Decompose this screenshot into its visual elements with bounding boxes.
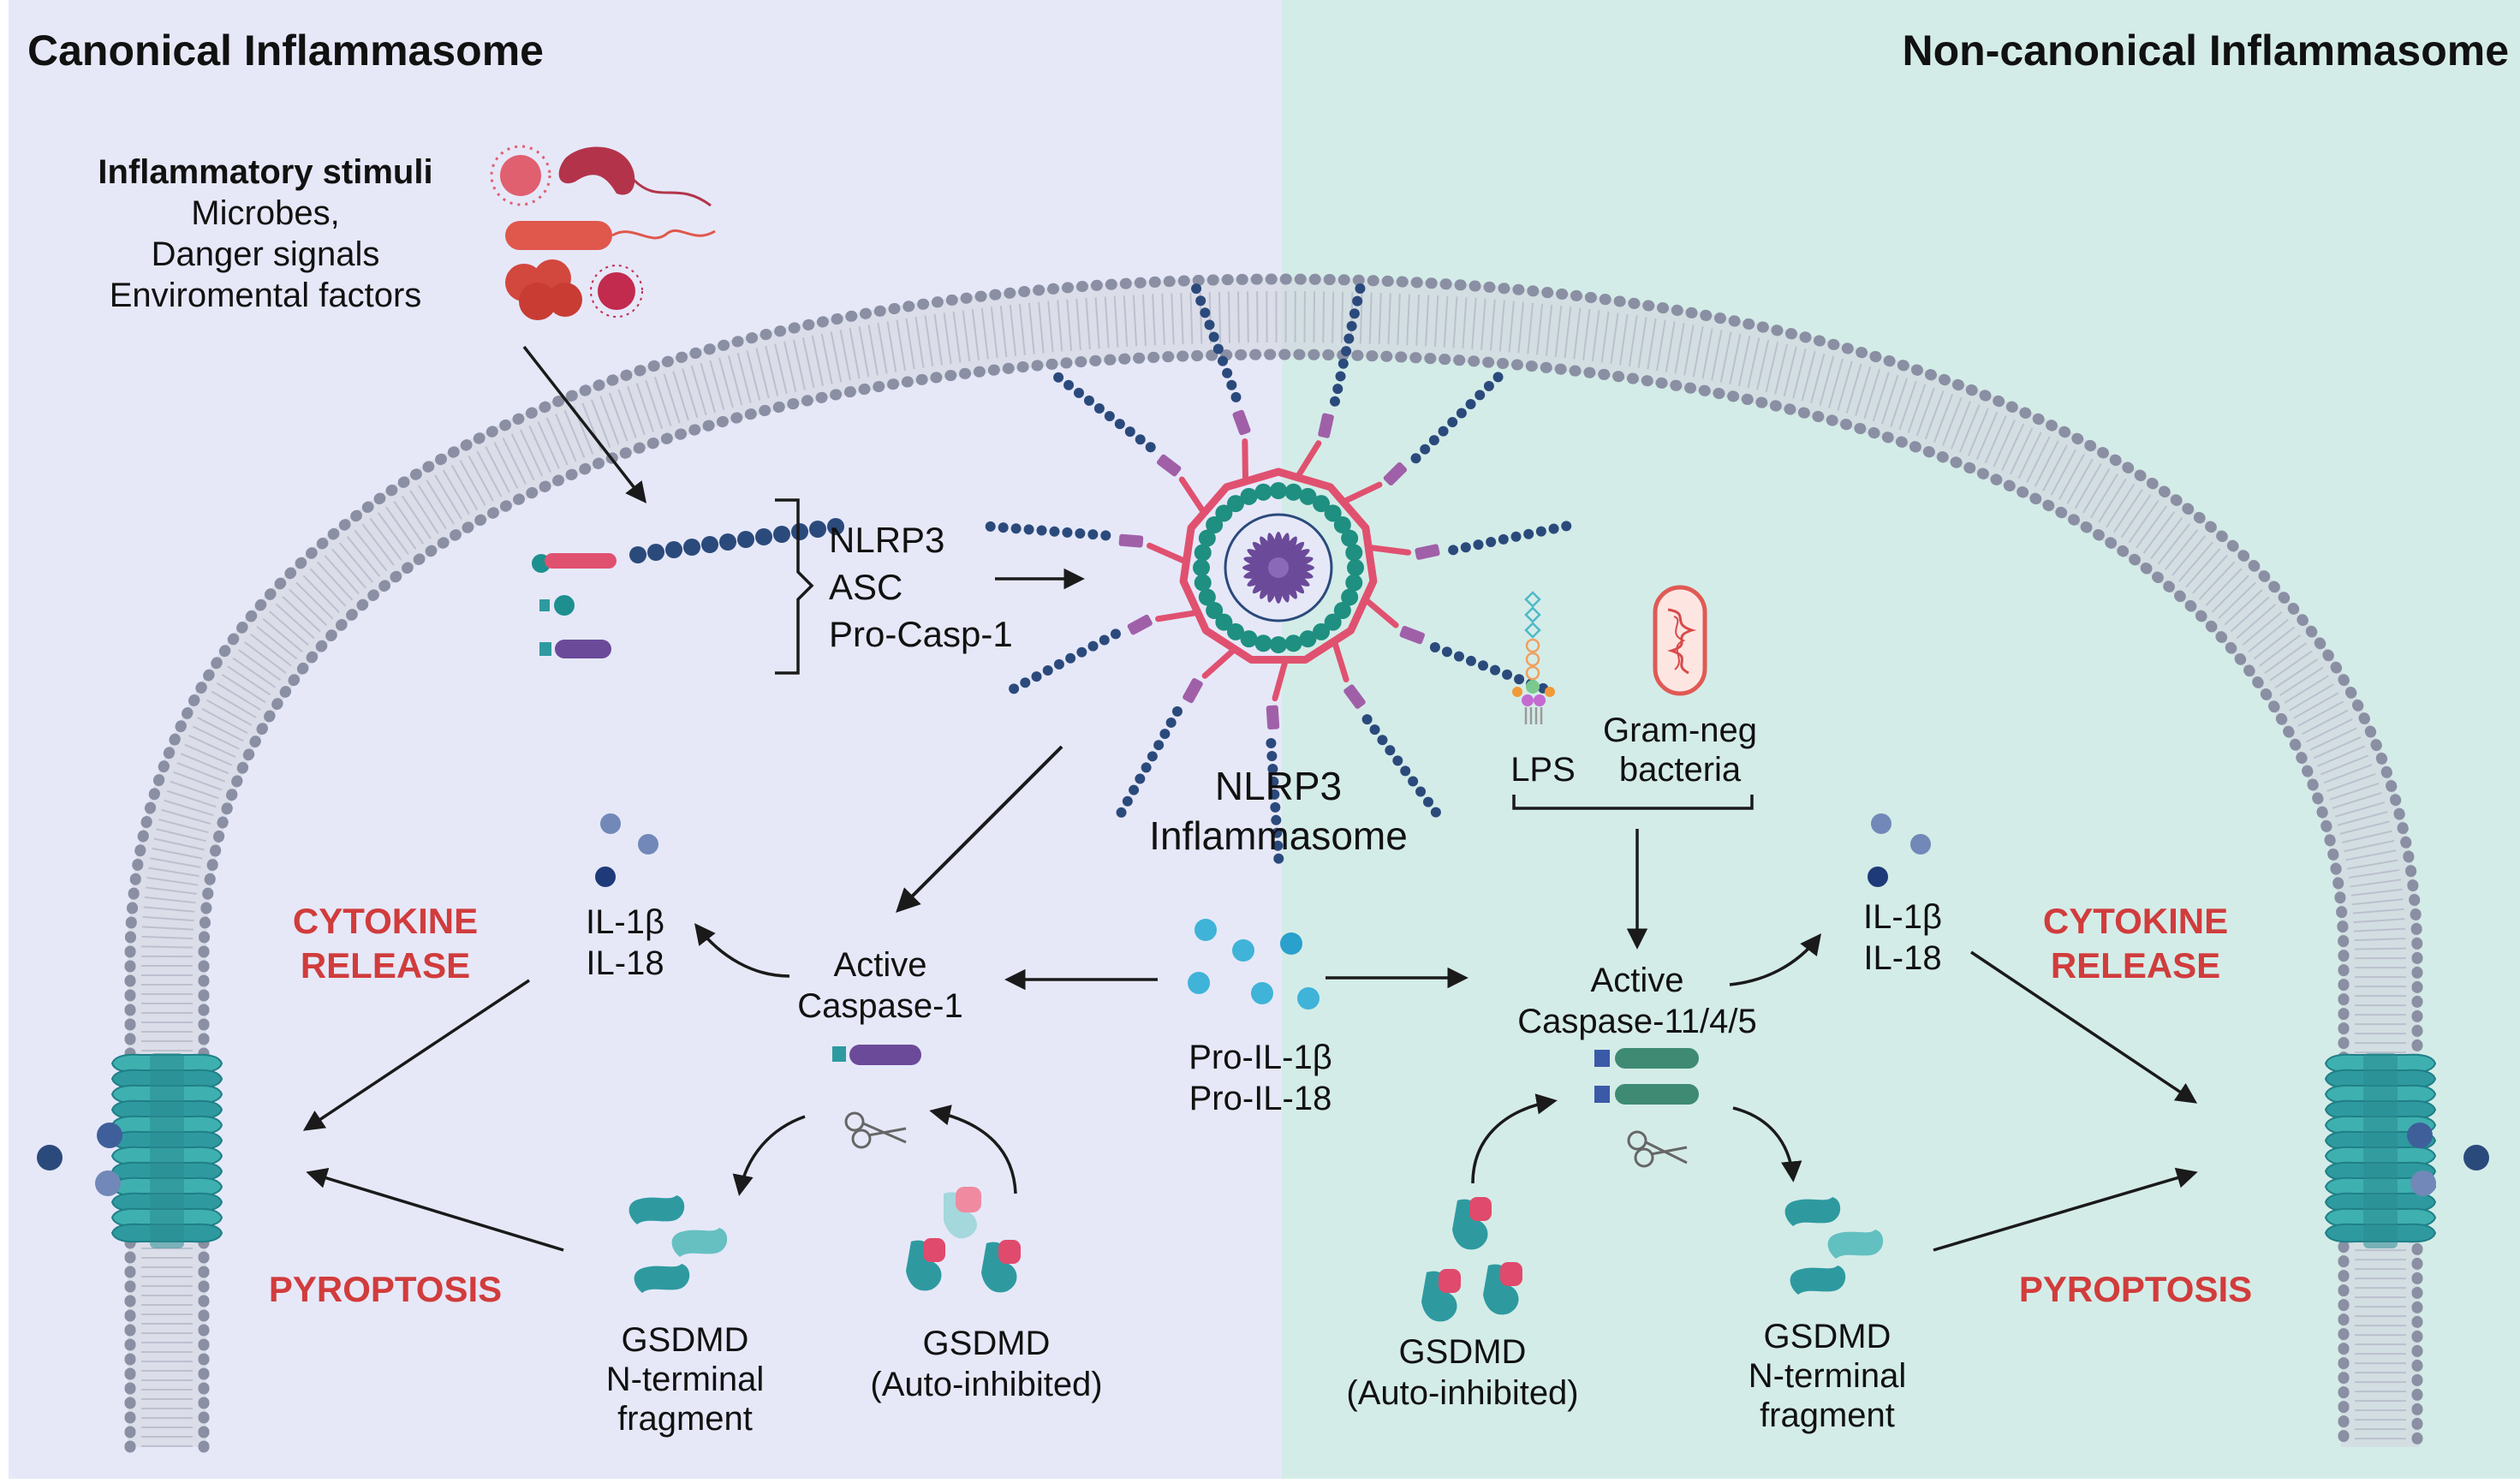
caspase11-line1: Active	[1591, 962, 1684, 999]
released-cytokines-right	[2407, 1123, 2489, 1196]
gsdmd-autoinhibited-right-icon	[1421, 1197, 1522, 1322]
arrow-caspase1-to-il	[694, 923, 790, 978]
caspase11-icon	[1594, 1048, 1699, 1105]
cytokine-right-line2: RELEASE	[2051, 945, 2220, 986]
pro-il-line2: Pro-IL-18	[1189, 1080, 1332, 1117]
gsdmd-auto-right-line1: GSDMD	[1399, 1333, 1527, 1371]
caspase1-line2: Caspase-1	[797, 987, 962, 1025]
pyroptosis-left: PYROPTOSIS	[269, 1269, 502, 1309]
il-left-line1: IL-1β	[586, 903, 664, 941]
scissors-icon-right	[1627, 1130, 1688, 1168]
microbes-icon	[490, 145, 716, 320]
gsdmd-nterm-right-line1: GSDMD	[1764, 1318, 1891, 1355]
gsdmd-nterm-right-line2: N-terminal	[1749, 1357, 1906, 1395]
title-noncanonical: Non-canonical Inflammasome	[1903, 27, 2510, 74]
arrow-caspase11-to-il	[1729, 933, 1821, 986]
gram-neg-line1: Gram-neg	[1603, 712, 1757, 749]
gsdmd-pore-right-icon	[2324, 1053, 2437, 1248]
gsdmd-nterminal-fragments-right-icon	[1784, 1197, 1884, 1295]
stimuli-line2: Danger signals	[152, 235, 380, 273]
scissors-icon-left	[844, 1111, 907, 1149]
stimuli-heading: Inflammatory stimuli	[98, 153, 432, 191]
caspase1-line1: Active	[834, 946, 927, 984]
caspase11-label: Active Caspase-11/4/5	[1517, 962, 1756, 1040]
released-cytokines-left	[37, 1123, 122, 1196]
arrow-gsdmd-auto-to-caspase1-left	[929, 1105, 1017, 1194]
nlrp3-components-icon	[532, 518, 844, 658]
arrow-gsdmd-auto-to-caspase11	[1471, 1093, 1558, 1184]
gsdmd-nterm-left-line1: GSDMD	[622, 1321, 749, 1359]
gsdmd-auto-right-label: GSDMD (Auto-inhibited)	[1346, 1333, 1578, 1412]
gsdmd-nterm-left-label: GSDMD N-terminal fragment	[606, 1321, 764, 1438]
lps-bracket	[1512, 795, 1754, 810]
inflammatory-stimuli: Inflammatory stimuli Microbes, Danger si…	[98, 153, 432, 314]
caspase1-icon	[832, 1045, 921, 1065]
gram-neg-label: Gram-neg bacteria	[1603, 712, 1757, 789]
gsdmd-auto-left-line1: GSDMD	[923, 1325, 1051, 1362]
pyroptosis-right: PYROPTOSIS	[2019, 1269, 2252, 1309]
arrow-caspase11-to-gsdmd-nterm	[1732, 1106, 1802, 1182]
il-right-line2: IL-18	[1863, 939, 1941, 977]
gsdmd-auto-left-label: GSDMD (Auto-inhibited)	[870, 1325, 1102, 1403]
il-label-right: IL-1β IL-18	[1863, 898, 1942, 977]
components-labels: NLRP3 ASC Pro-Casp-1	[829, 520, 1013, 654]
label-pro-casp1: Pro-Casp-1	[829, 614, 1013, 654]
gsdmd-nterm-right-line3: fragment	[1760, 1397, 1895, 1434]
inflammasome-label-line2: Inflammasome	[1149, 813, 1408, 858]
gsdmd-nterm-left-line2: N-terminal	[606, 1361, 764, 1398]
nlrp3-inflammasome-icon	[985, 283, 1572, 864]
caspase11-line2: Caspase-11/4/5	[1517, 1003, 1756, 1040]
cytokine-left-line2: RELEASE	[301, 945, 470, 986]
label-nlrp3: NLRP3	[829, 520, 944, 560]
gsdmd-auto-left-line2: (Auto-inhibited)	[870, 1366, 1102, 1403]
inflammasome-label-line1: NLRP3	[1215, 764, 1342, 808]
pro-il-icon	[1188, 919, 1320, 1010]
inflammasome-label: NLRP3 Inflammasome	[1149, 764, 1408, 858]
il-cytokines-right-icon	[1868, 813, 1931, 887]
il-left-line2: IL-18	[586, 944, 664, 982]
gram-neg-line2: bacteria	[1619, 751, 1742, 789]
label-asc: ASC	[829, 567, 903, 607]
pro-il-line1: Pro-IL-1β	[1189, 1039, 1332, 1076]
cytokine-right-line1: CYTOKINE	[2043, 901, 2228, 941]
caspase1-label: Active Caspase-1	[797, 946, 962, 1025]
stimuli-line3: Enviromental factors	[110, 277, 422, 314]
gsdmd-nterm-right-label: GSDMD N-terminal fragment	[1749, 1318, 1906, 1434]
lps-icon	[1512, 591, 1555, 724]
arrow-il-to-pore-right	[1970, 950, 2198, 1104]
il-cytokines-left-icon	[595, 813, 658, 887]
arrow-stimuli-to-nlrp3	[522, 345, 647, 503]
gsdmd-nterminal-fragments-left-icon	[629, 1195, 728, 1293]
arrow-inflammasome-to-caspase1	[896, 745, 1063, 913]
components-bracket	[775, 498, 814, 675]
cell-membrane	[124, 273, 2423, 1453]
cytokine-release-left: CYTOKINE RELEASE	[293, 901, 478, 986]
il-right-line1: IL-1β	[1863, 898, 1942, 936]
arrow-il-to-pore-left	[302, 979, 530, 1131]
pro-il-label: Pro-IL-1β Pro-IL-18	[1189, 1039, 1332, 1117]
label-lps: LPS	[1510, 751, 1576, 789]
stimuli-line1: Microbes,	[191, 194, 339, 232]
title-canonical: Canonical Inflammasome	[27, 27, 544, 74]
arrow-gsdmd-to-pore-left	[306, 1167, 564, 1252]
gsdmd-nterm-left-line3: fragment	[617, 1400, 753, 1438]
gsdmd-autoinhibited-left-icon	[906, 1187, 1021, 1293]
gsdmd-pore-left-icon	[110, 1053, 223, 1248]
arrow-gsdmd-to-pore-right	[1933, 1167, 2198, 1252]
il-label-left: IL-1β IL-18	[586, 903, 664, 982]
cytokine-release-right: CYTOKINE RELEASE	[2043, 901, 2228, 986]
arrow-caspase1-to-gsdmd-nterm-left	[732, 1115, 806, 1196]
gram-negative-bacteria-icon	[1653, 585, 1707, 696]
cytokine-left-line1: CYTOKINE	[293, 901, 478, 941]
gsdmd-auto-right-line2: (Auto-inhibited)	[1346, 1374, 1578, 1412]
